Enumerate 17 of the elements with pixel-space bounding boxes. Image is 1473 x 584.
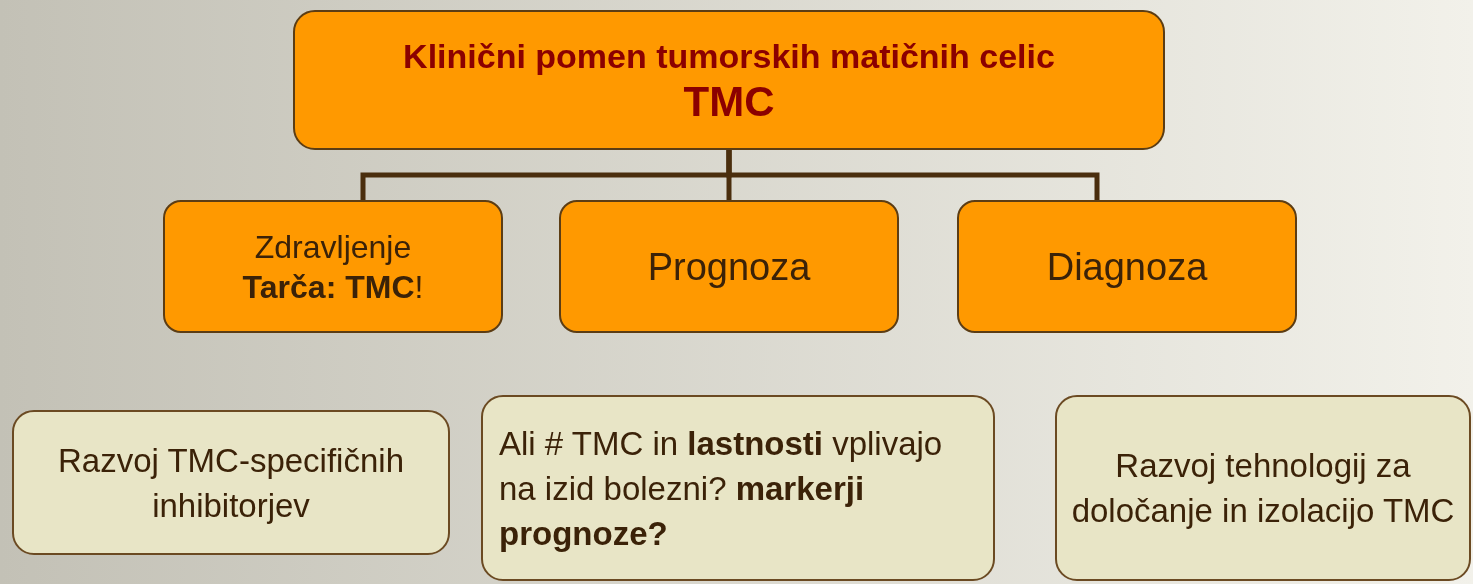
box-text: Zdravljenje: [254, 227, 412, 267]
box-text: Ali # TMC in lastnosti vplivajo na izid bolezni? markerji prognoze?: [499, 423, 944, 554]
box-text: Klinični pomen tumorskih matičnih celic: [403, 36, 1055, 77]
box-text: Diagnoza: [1046, 244, 1208, 289]
box-text: TMC: [683, 78, 775, 126]
text-box: [293, 10, 1165, 150]
connector-line: [726, 150, 1100, 200]
box-text: Prognoza: [647, 244, 811, 289]
text-box: [163, 200, 503, 333]
box-text: Razvoj tehnologij za določanje in izolacijo TMC: [1070, 446, 1456, 531]
box-text: Razvoj TMC-specifičnih inhibitorjev: [57, 440, 405, 526]
box-text: Tarča: TMC!: [242, 267, 424, 307]
text-box: [1055, 395, 1471, 581]
text-box: [559, 200, 899, 333]
text-box: [957, 200, 1297, 333]
text-box: [12, 410, 450, 555]
text-box: [481, 395, 995, 581]
